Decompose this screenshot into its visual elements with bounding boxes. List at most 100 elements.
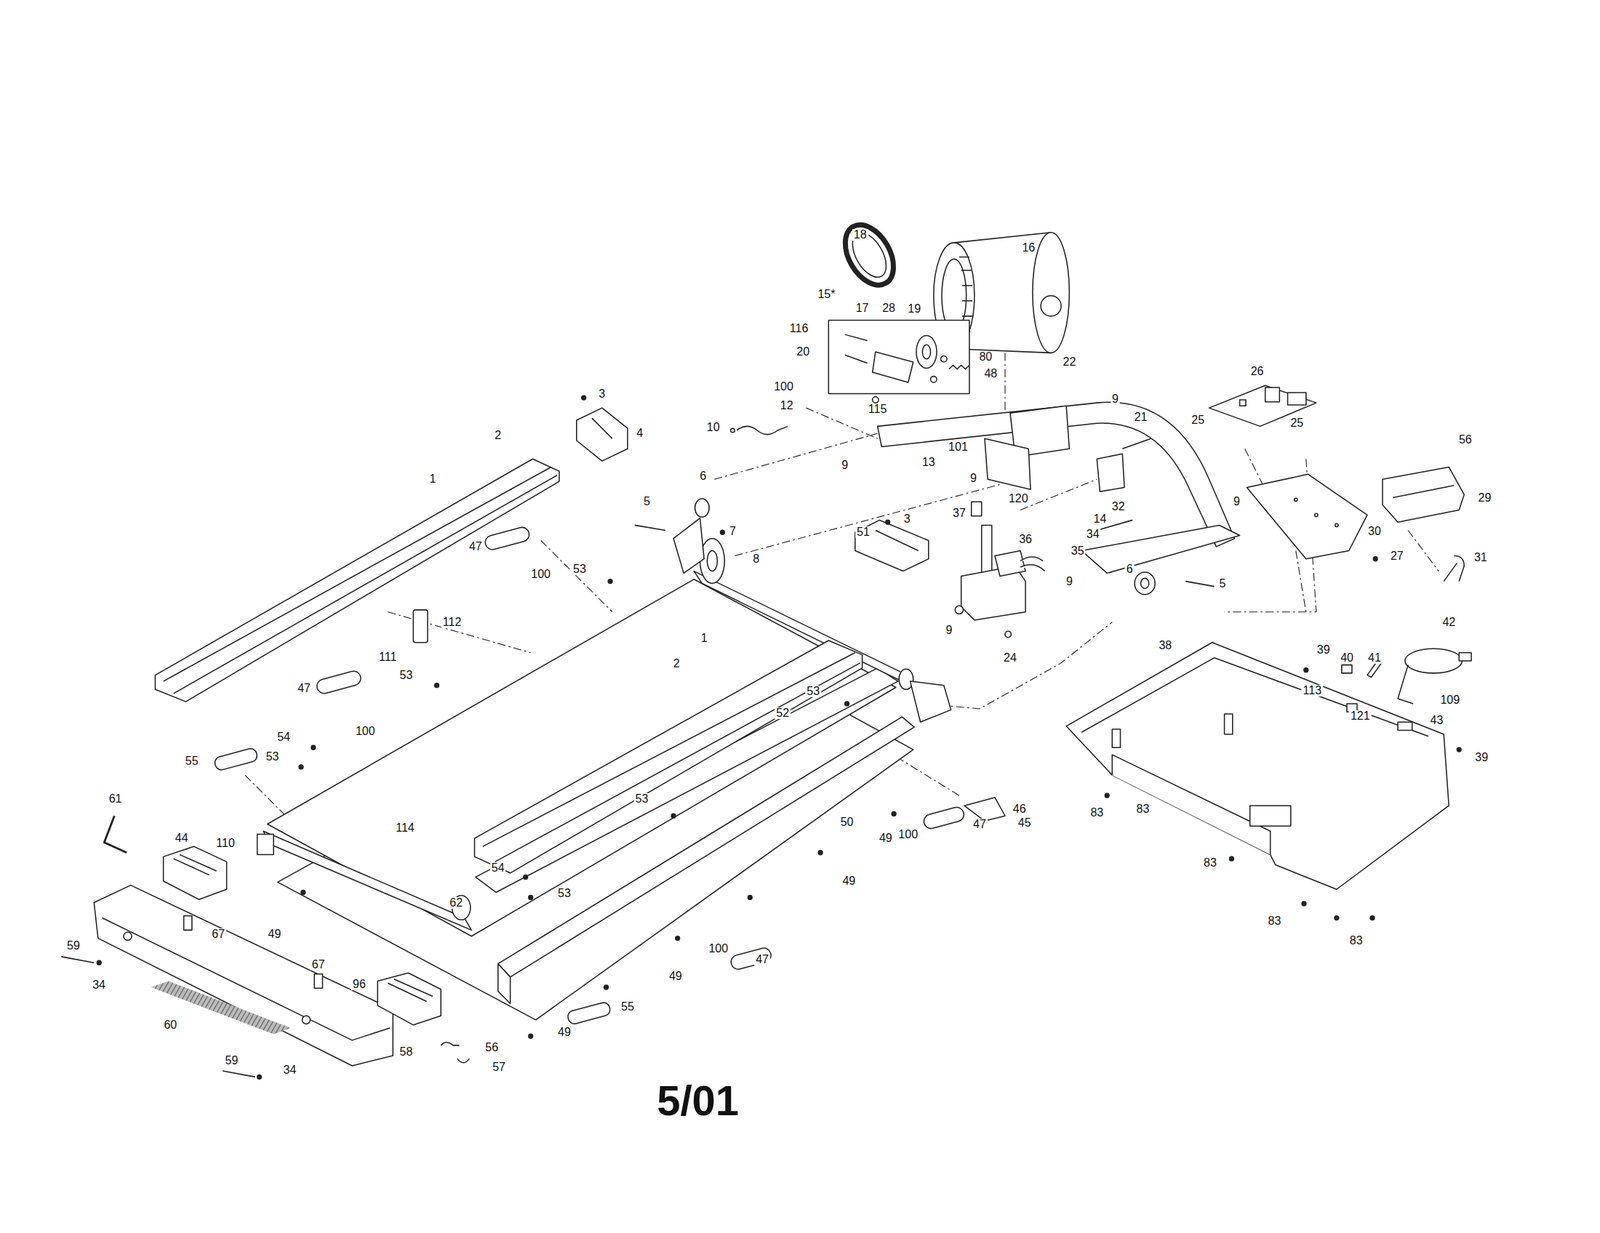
cover bbox=[413, 610, 428, 643]
date-code: 5/01 bbox=[653, 1080, 742, 1123]
callout-number: 67 bbox=[310, 959, 327, 971]
callout-number: 60 bbox=[162, 1019, 179, 1032]
callout-number: 30 bbox=[1366, 525, 1383, 538]
screw bbox=[61, 957, 94, 963]
callout-number: 48 bbox=[982, 368, 999, 380]
callout-number: 44 bbox=[173, 832, 190, 845]
callout-number: 35 bbox=[1069, 545, 1086, 558]
side-rail bbox=[163, 466, 552, 682]
callout-number: 39 bbox=[1473, 752, 1490, 764]
callout-number: 9 bbox=[840, 459, 850, 472]
callout-number: 56 bbox=[483, 1042, 500, 1054]
callout-number: 40 bbox=[1338, 652, 1355, 664]
controller-board bbox=[1246, 474, 1368, 559]
hex-key bbox=[104, 816, 127, 854]
callout-number: 3 bbox=[902, 513, 912, 526]
screw bbox=[1104, 793, 1110, 798]
callout-number: 54 bbox=[490, 862, 507, 875]
idler-assembly bbox=[872, 352, 914, 383]
assembly-line bbox=[1408, 530, 1439, 571]
callout-number: 17 bbox=[854, 302, 871, 315]
callout-number: 47 bbox=[754, 954, 771, 966]
screw bbox=[301, 890, 306, 896]
callout-number: 43 bbox=[1429, 714, 1446, 727]
callout-number: 31 bbox=[1472, 552, 1489, 564]
cable bbox=[736, 426, 788, 435]
idler-assembly bbox=[930, 376, 937, 383]
power-cord bbox=[1397, 722, 1413, 731]
drive-motor bbox=[1032, 232, 1070, 354]
callout-number: 47 bbox=[971, 818, 988, 831]
end-cap bbox=[101, 918, 390, 1041]
roller bbox=[695, 498, 710, 518]
callout-number: 112 bbox=[441, 616, 464, 629]
motor-frame bbox=[1134, 572, 1155, 595]
callout-number: 47 bbox=[467, 541, 484, 553]
callout-number: 100 bbox=[706, 943, 730, 955]
cable bbox=[730, 426, 789, 435]
screw bbox=[891, 812, 896, 817]
screw bbox=[1370, 916, 1375, 921]
cushion-pad bbox=[729, 946, 773, 971]
idler-assembly bbox=[922, 344, 931, 360]
callout-number: 15* bbox=[816, 288, 837, 301]
callout-number: 96 bbox=[351, 978, 368, 991]
power-cord bbox=[1341, 665, 1352, 674]
screw bbox=[885, 520, 891, 525]
lift-motor bbox=[954, 605, 963, 614]
callout-number: 83 bbox=[1266, 915, 1283, 928]
callout-number: 6 bbox=[698, 470, 708, 483]
controller-board bbox=[1443, 556, 1464, 582]
callout-number: 57 bbox=[490, 1061, 507, 1074]
callout-number: 100 bbox=[772, 381, 795, 393]
drive-belt bbox=[845, 226, 894, 283]
callout-number: 37 bbox=[951, 507, 968, 520]
callout-number: 12 bbox=[778, 400, 795, 412]
callout-number: 83 bbox=[1202, 857, 1219, 870]
end-cap bbox=[93, 885, 393, 1067]
callout-number: 32 bbox=[1110, 501, 1127, 513]
treadmill-illustration bbox=[61, 216, 1472, 1080]
screw bbox=[1185, 581, 1214, 587]
callout-number: 100 bbox=[354, 725, 377, 738]
cover bbox=[576, 408, 628, 462]
motor-frame bbox=[1096, 453, 1125, 492]
callout-number: 34 bbox=[1085, 528, 1102, 541]
cushion-pad bbox=[566, 1001, 612, 1026]
roller bbox=[700, 538, 726, 584]
callout-number: 9 bbox=[1064, 576, 1075, 588]
callout-number: 4 bbox=[634, 427, 645, 440]
screw bbox=[1229, 856, 1235, 862]
callout-number: 9 bbox=[944, 624, 954, 637]
screw bbox=[528, 1034, 534, 1039]
callout-number: 111 bbox=[377, 651, 398, 664]
controller-board bbox=[1294, 498, 1298, 502]
power-cord bbox=[1397, 665, 1414, 704]
callout-number: 51 bbox=[855, 526, 872, 539]
callout-number: 1 bbox=[699, 632, 710, 645]
grip-strip bbox=[151, 981, 291, 1035]
lift-motor bbox=[981, 525, 992, 576]
controller-board bbox=[1265, 387, 1280, 403]
end-cap bbox=[179, 855, 217, 872]
motor-frame bbox=[1141, 578, 1150, 589]
screw bbox=[1456, 747, 1462, 752]
roller bbox=[257, 834, 274, 856]
callout-number: 54 bbox=[275, 731, 292, 744]
callout-number: 10 bbox=[705, 421, 722, 434]
callout-number: 52 bbox=[774, 707, 791, 720]
idler-assembly bbox=[828, 320, 970, 394]
callout-number: 5 bbox=[1217, 578, 1227, 590]
base-tray bbox=[1250, 805, 1291, 827]
cover bbox=[592, 418, 613, 439]
callout-number: 36 bbox=[1017, 533, 1034, 546]
base-tray bbox=[1112, 729, 1120, 748]
screw bbox=[96, 960, 102, 966]
motor-frame bbox=[984, 438, 1031, 490]
callout-number: 7 bbox=[728, 525, 738, 538]
assembly-line bbox=[893, 754, 960, 796]
assembly-line bbox=[1245, 448, 1266, 490]
cover bbox=[413, 408, 928, 643]
callout-number: 59 bbox=[65, 940, 82, 952]
callout-number: 53 bbox=[634, 793, 651, 806]
